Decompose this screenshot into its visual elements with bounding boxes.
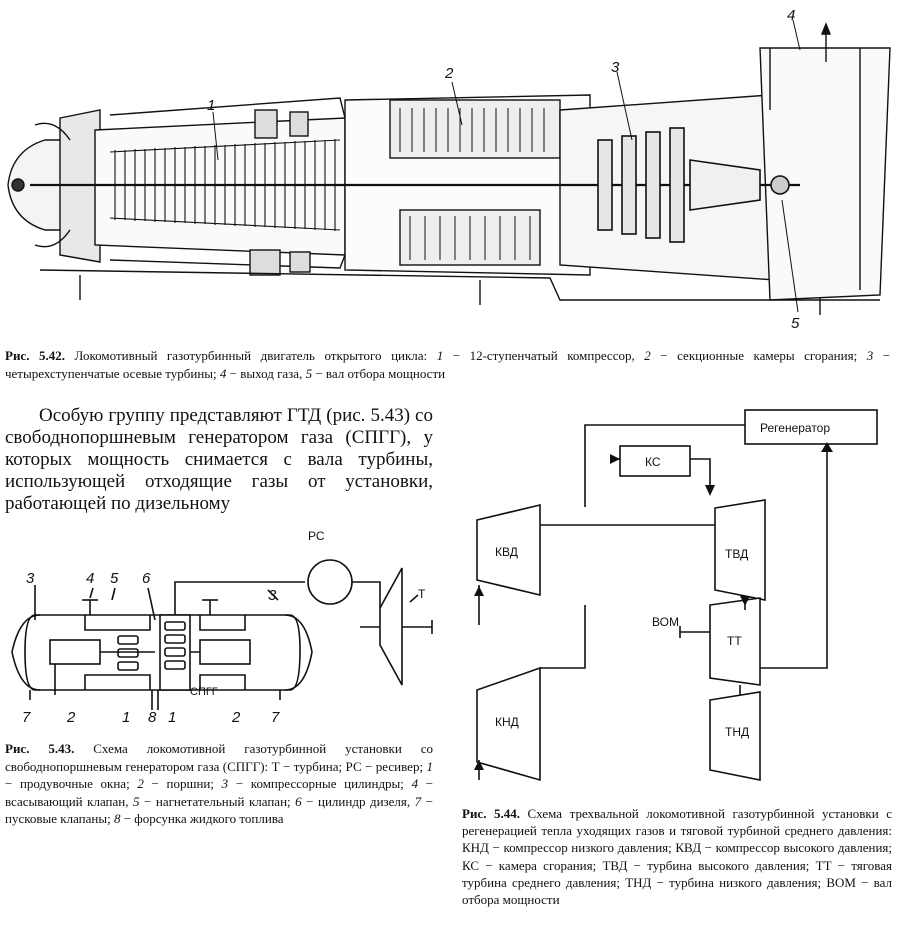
fig543-item-text: − поршни;	[151, 776, 214, 791]
spgg-scheme: 3 4 5 6 3 РС Т 7 2 1 8 1 СПГГ 2 7	[11, 529, 433, 726]
fig543-label-spgg: СПГГ	[190, 686, 218, 698]
fig542-item-text: − четырехступенчатые осевые турбины;	[5, 348, 891, 381]
fig542-caption-lead: Рис. 5.42.	[5, 348, 65, 363]
fig543-item-text: − цилиндр дизеля,	[306, 793, 411, 809]
fig543-label-2b: 2	[231, 709, 241, 726]
fig543-caption: Рис. 5.43. Схема локомотивной газотурбин…	[5, 740, 433, 828]
fig543-item-num: 4	[411, 776, 419, 791]
fig543-label-5: 5	[110, 570, 119, 587]
fig543-label-1b: 1	[168, 709, 176, 726]
fig543-item-text: − форсунка жидкого топлива	[123, 811, 284, 826]
fig542-item-num: 2	[644, 348, 651, 363]
three-shaft-scheme: Регенератор КС КВД ТВД ВОМ ТТ КНД ТНД	[474, 409, 878, 782]
fig543-item-num: 1	[426, 758, 434, 774]
fig542-caption: Рис. 5.42. Локомотивный газотурбинный дв…	[5, 347, 890, 382]
fig542-item-text: − выход газа,	[229, 365, 303, 381]
fig542-item-num: 4	[219, 365, 227, 381]
fig543-item-text: − компрессорные цилиндры;	[235, 776, 404, 791]
fig543-item-text: − нагнетательный клапан;	[144, 793, 291, 809]
fig543-item-num: 2	[137, 776, 144, 791]
fig543-caption-text: Схема локомотивной газотурбинной установ…	[5, 741, 433, 774]
fig542-label-3: 3	[611, 59, 620, 76]
fig543-caption-lead: Рис. 5.43.	[5, 741, 75, 756]
fig543-label-3a: 3	[26, 570, 35, 587]
fig542-label-5: 5	[791, 315, 800, 332]
fig542-item-text: − секционные камеры сгорания;	[660, 348, 858, 363]
fig542-caption-text: Локомотивный газотурбинный двигатель отк…	[74, 348, 428, 363]
fig543-item-text: − продувочные окна;	[5, 776, 130, 791]
fig542-item-num: 1	[436, 348, 444, 363]
fig543-item-num: 5	[133, 793, 140, 809]
fig543-label-6: 6	[142, 570, 151, 587]
fig544-tt: ТТ	[727, 634, 742, 648]
fig543-label-2a: 2	[66, 709, 76, 726]
fig543-label-7a: 7	[22, 709, 31, 726]
fig542-label-2: 2	[444, 65, 454, 82]
fig543-label-8: 8	[148, 709, 157, 726]
fig543-item-num: 6	[295, 793, 302, 809]
fig543-label-1a: 1	[122, 709, 130, 726]
fig543-item-text: − пусковые клапаны;	[5, 793, 434, 827]
fig544-vom: ВОМ	[652, 615, 679, 629]
fig542-label-1: 1	[207, 97, 215, 114]
fig543-label-4: 4	[86, 570, 94, 587]
fig543-label-t: Т	[418, 587, 426, 601]
fig543-item-num: 7	[414, 793, 422, 809]
fig544-kvd: КВД	[495, 545, 518, 559]
fig544-caption: Рис. 5.44. Схема трехвальной локомотивно…	[462, 805, 892, 908]
fig543-item-text: − всасывающий клапан,	[5, 776, 434, 809]
fig544-knd: КНД	[495, 715, 519, 729]
fig542-label-4: 4	[787, 7, 795, 24]
fig544-caption-lead: Рис. 5.44.	[462, 806, 520, 821]
fig542-item-num: 3	[866, 348, 874, 363]
fig543-label-3b: 3	[268, 587, 277, 604]
fig544-ks: КС	[645, 455, 661, 469]
fig542-item-num: 5	[305, 365, 313, 381]
fig542-item-text: − вал отбора мощности	[315, 365, 446, 381]
fig543-item-num: 3	[221, 776, 229, 791]
fig542-item-text: − 12-ступенчатый компрессор,	[452, 348, 635, 363]
fig544-tnd: ТНД	[725, 725, 749, 739]
fig543-item-num: 8	[113, 811, 121, 826]
fig544-tvd: ТВД	[725, 547, 748, 561]
body-paragraph: Особую группу представляют ГТД (рис. 5.4…	[5, 405, 433, 514]
fig544-caption-text: Схема трехвальной локомотивной газотурби…	[462, 806, 893, 908]
fig544-regenerator: Регенератор	[760, 421, 830, 435]
engine-drawing: 1 2 3 4 5	[7, 7, 891, 332]
fig543-label-7b: 7	[271, 709, 280, 726]
fig543-label-rs: РС	[308, 529, 325, 543]
